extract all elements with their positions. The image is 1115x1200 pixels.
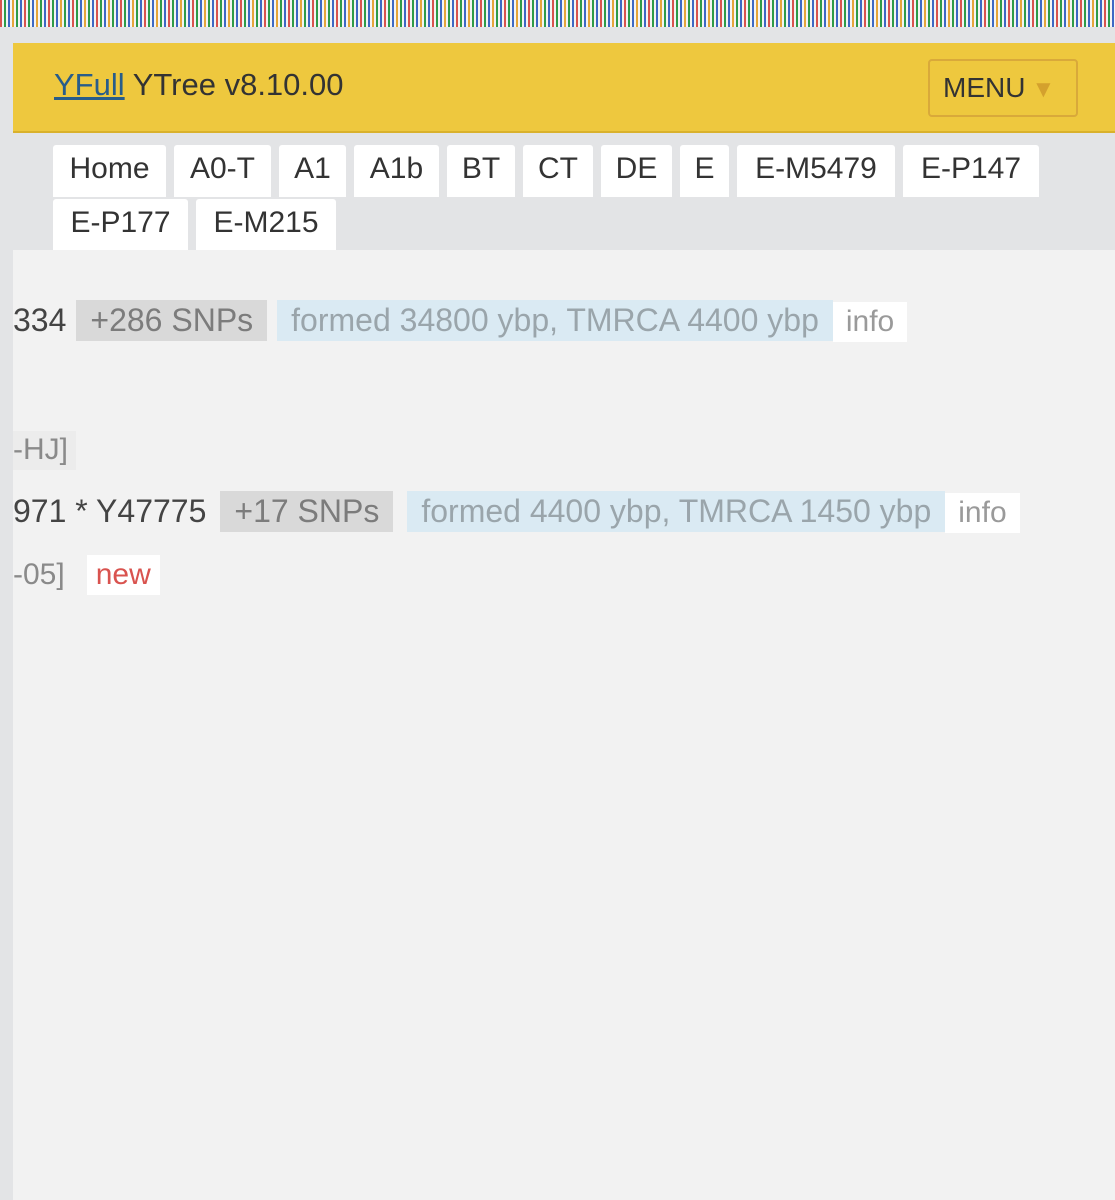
- dna-sequence-banner: [0, 0, 1115, 27]
- age-estimate: formed 4400 ybp, TMRCA 1450 ybp: [407, 491, 946, 532]
- subclade-label-row: -HJ]: [13, 430, 76, 470]
- sample-label[interactable]: -05]: [13, 558, 65, 591]
- info-link[interactable]: info: [832, 302, 908, 342]
- ytree-version-title: YTree v8.10.00: [132, 67, 344, 102]
- snp-count-badge[interactable]: +17 SNPs: [220, 491, 394, 532]
- subclade-label-row: -05] new: [13, 555, 160, 595]
- tab-e-m215[interactable]: E-M215: [196, 199, 336, 251]
- site-header: YFull YTree v8.10.00 MENU▼: [13, 43, 1115, 133]
- yfull-home-link[interactable]: YFull: [54, 67, 125, 102]
- tab-ct[interactable]: CT: [523, 145, 593, 197]
- tab-a0-t[interactable]: A0-T: [174, 145, 271, 197]
- sample-label[interactable]: -HJ]: [13, 431, 76, 470]
- tab-e-p177[interactable]: E-P177: [53, 199, 188, 251]
- snp-name[interactable]: 971 * Y47775: [13, 493, 207, 529]
- info-link[interactable]: info: [945, 493, 1020, 533]
- tab-e[interactable]: E: [680, 145, 729, 197]
- tab-a1[interactable]: A1: [279, 145, 346, 197]
- tab-a1b[interactable]: A1b: [354, 145, 439, 197]
- age-estimate: formed 34800 ybp, TMRCA 4400 ybp: [277, 300, 833, 341]
- tab-e-p147[interactable]: E-P147: [903, 145, 1039, 197]
- snp-count-badge[interactable]: +286 SNPs: [76, 300, 268, 341]
- triangle-down-icon: ▼: [1031, 76, 1056, 103]
- menu-button[interactable]: MENU▼: [928, 59, 1078, 117]
- tab-e-m5479[interactable]: E-M5479: [737, 145, 895, 197]
- site-brand: YFull YTree v8.10.00: [54, 67, 344, 103]
- snp-name[interactable]: 334: [13, 302, 67, 338]
- tab-bt[interactable]: BT: [447, 145, 515, 197]
- new-badge: new: [86, 555, 160, 595]
- tab-de[interactable]: DE: [601, 145, 672, 197]
- menu-label: MENU: [943, 72, 1026, 103]
- tab-home[interactable]: Home: [53, 145, 166, 197]
- tree-node-row: 971 * Y47775 +17 SNPs formed 4400 ybp, TMR…: [13, 491, 1020, 533]
